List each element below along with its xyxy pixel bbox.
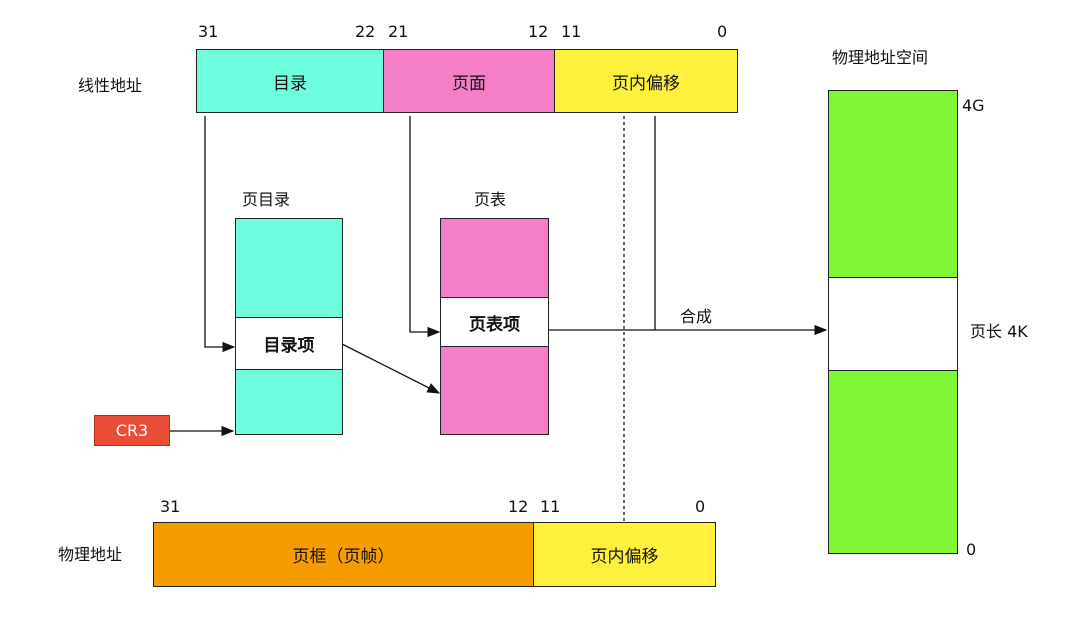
bit-31-label: 31 bbox=[198, 22, 219, 41]
bit-12-label: 12 bbox=[528, 22, 549, 41]
page-size-label: 页长 4K bbox=[970, 322, 1028, 341]
physical-offset-field: 页内偏移 bbox=[533, 522, 716, 587]
phys-bit-12-label: 12 bbox=[508, 497, 529, 516]
physical-space-upper bbox=[828, 90, 958, 278]
top-4g-label: 4G bbox=[962, 96, 985, 115]
bit-21-label: 21 bbox=[388, 22, 409, 41]
page-directory-lower bbox=[235, 369, 343, 435]
entry-to-table-arrow bbox=[341, 343, 441, 394]
page-directory-title: 页目录 bbox=[242, 190, 291, 209]
combine-label: 合成 bbox=[680, 307, 713, 326]
phys-bit-0-label: 0 bbox=[695, 497, 706, 516]
physical-space-title: 物理地址空间 bbox=[832, 48, 929, 67]
bit-0-label: 0 bbox=[717, 22, 728, 41]
page-frame-field: 页框（页帧） bbox=[153, 522, 534, 587]
page-table-upper bbox=[440, 218, 549, 298]
page-arrow bbox=[409, 116, 441, 338]
linear-page-field: 页面 bbox=[383, 49, 555, 113]
bit-22-label: 22 bbox=[355, 22, 376, 41]
linear-directory-field: 目录 bbox=[196, 49, 384, 113]
cr3-register: CR3 bbox=[94, 415, 170, 446]
phys-bit-31-label: 31 bbox=[160, 497, 181, 516]
physical-page-block bbox=[828, 277, 958, 371]
page-table-entry: 页表项 bbox=[440, 297, 549, 347]
dir-arrow bbox=[204, 116, 236, 353]
phys-bit-11-label: 11 bbox=[540, 497, 561, 516]
page-directory-upper bbox=[235, 218, 343, 318]
page-table-lower bbox=[440, 346, 549, 435]
page-table-title: 页表 bbox=[474, 190, 507, 209]
linear-address-label: 线性地址 bbox=[78, 76, 143, 95]
physical-address-label: 物理地址 bbox=[58, 545, 123, 564]
physical-space-lower bbox=[828, 370, 958, 554]
bottom-0-label: 0 bbox=[966, 540, 977, 559]
bit-11-label: 11 bbox=[561, 22, 582, 41]
directory-entry: 目录项 bbox=[235, 317, 343, 370]
linear-offset-field: 页内偏移 bbox=[554, 49, 738, 113]
